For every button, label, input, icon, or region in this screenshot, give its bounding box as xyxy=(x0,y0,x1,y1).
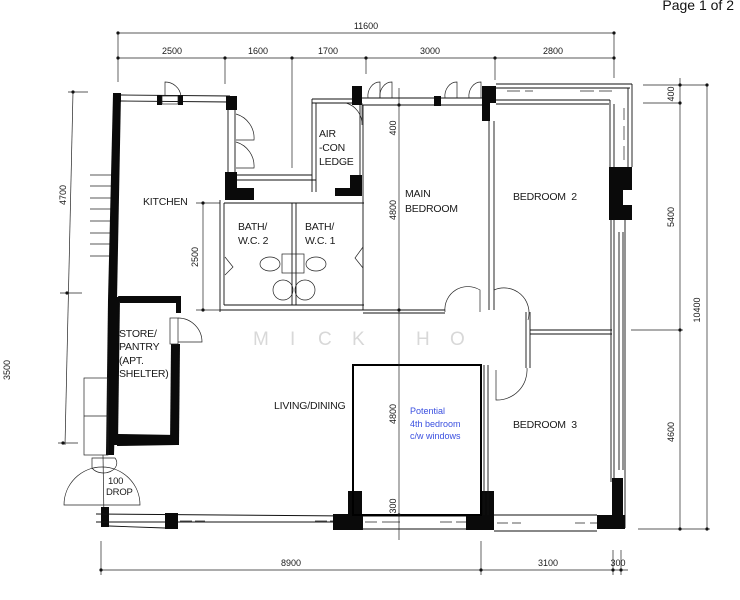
label-aircon-line1: AIR xyxy=(319,128,337,140)
label-bedroom3: BEDROOM 3 xyxy=(513,419,577,431)
dim-top-3: 1700 xyxy=(318,46,338,56)
label-bath2-line2: W.C. 2 xyxy=(238,235,269,247)
label-drop-line1: 100 xyxy=(108,476,123,487)
label-store-line4: SHELTER) xyxy=(119,368,169,380)
svg-text:O: O xyxy=(450,329,465,350)
dim-right-5400: 5400 xyxy=(666,207,676,227)
svg-text:M: M xyxy=(253,329,269,350)
top-dimensions: 11600 2500 1600 1700 3000 2800 xyxy=(116,21,616,168)
page-indicator: Page 1 of 2 xyxy=(662,0,734,13)
dim-top-2: 1600 xyxy=(248,46,268,56)
label-aircon-line2: -CON xyxy=(319,142,345,154)
label-main-bedroom-line1: MAIN xyxy=(405,188,430,200)
label-drop-line2: DROP xyxy=(106,487,133,498)
dim-potential-bottom: 300 xyxy=(388,498,398,513)
dim-main-height: 4800 xyxy=(388,200,398,220)
annotation-line2: 4th bedroom xyxy=(410,419,461,429)
dim-right-4600: 4600 xyxy=(666,422,676,442)
left-dimensions: 4700 3500 2500 xyxy=(2,90,220,446)
bottom-dimensions: 8900 3100 300 xyxy=(99,541,628,575)
svg-text:C: C xyxy=(318,329,332,350)
label-bedroom2: BEDROOM 2 xyxy=(513,191,577,203)
dim-bottom-3100: 3100 xyxy=(538,558,558,568)
dim-top-1: 2500 xyxy=(162,46,182,56)
dim-main-top: 400 xyxy=(388,120,398,135)
dim-top-5: 2800 xyxy=(543,46,563,56)
dim-top-total: 11600 xyxy=(354,21,378,31)
label-store-line3: (APT. xyxy=(119,355,144,367)
dim-bottom-8900: 8900 xyxy=(281,558,301,568)
dim-bottom-300: 300 xyxy=(610,558,625,568)
label-aircon-line3: LEDGE xyxy=(319,156,354,168)
center-dimension: 400 4800 4800 300 xyxy=(388,88,401,540)
dim-right-10400: 10400 xyxy=(692,297,702,322)
label-bath2-line1: BATH/ xyxy=(238,221,267,233)
label-bath1-line2: W.C. 1 xyxy=(305,235,336,247)
svg-text:K: K xyxy=(352,329,365,350)
label-store-line2: PANTRY xyxy=(119,341,160,353)
walls xyxy=(63,81,633,532)
annotation-line3: c/w windows xyxy=(410,431,461,441)
label-living-dining: LIVING/DINING xyxy=(274,400,346,412)
right-dimensions: 400 5400 4600 10400 xyxy=(631,78,710,531)
dim-potential-height: 4800 xyxy=(388,404,398,424)
dim-left-upper: 4700 xyxy=(58,185,68,205)
watermark: M I C K H O xyxy=(253,329,465,350)
dim-top-4: 3000 xyxy=(420,46,440,56)
annotation-line1: Potential xyxy=(410,406,445,416)
svg-text:I: I xyxy=(290,329,295,350)
svg-text:H: H xyxy=(416,329,430,350)
dim-left-lower: 3500 xyxy=(2,360,12,380)
label-main-bedroom-line2: BEDROOM xyxy=(405,203,458,215)
label-kitchen: KITCHEN xyxy=(143,196,188,208)
dim-kitchen-2500: 2500 xyxy=(190,247,200,267)
room-labels: KITCHEN BATH/ W.C. 2 BATH/ W.C. 1 AIR -C… xyxy=(106,128,577,498)
label-bath1-line1: BATH/ xyxy=(305,221,334,233)
dim-right-400: 400 xyxy=(666,86,676,101)
label-store-line1: STORE/ xyxy=(119,328,157,340)
